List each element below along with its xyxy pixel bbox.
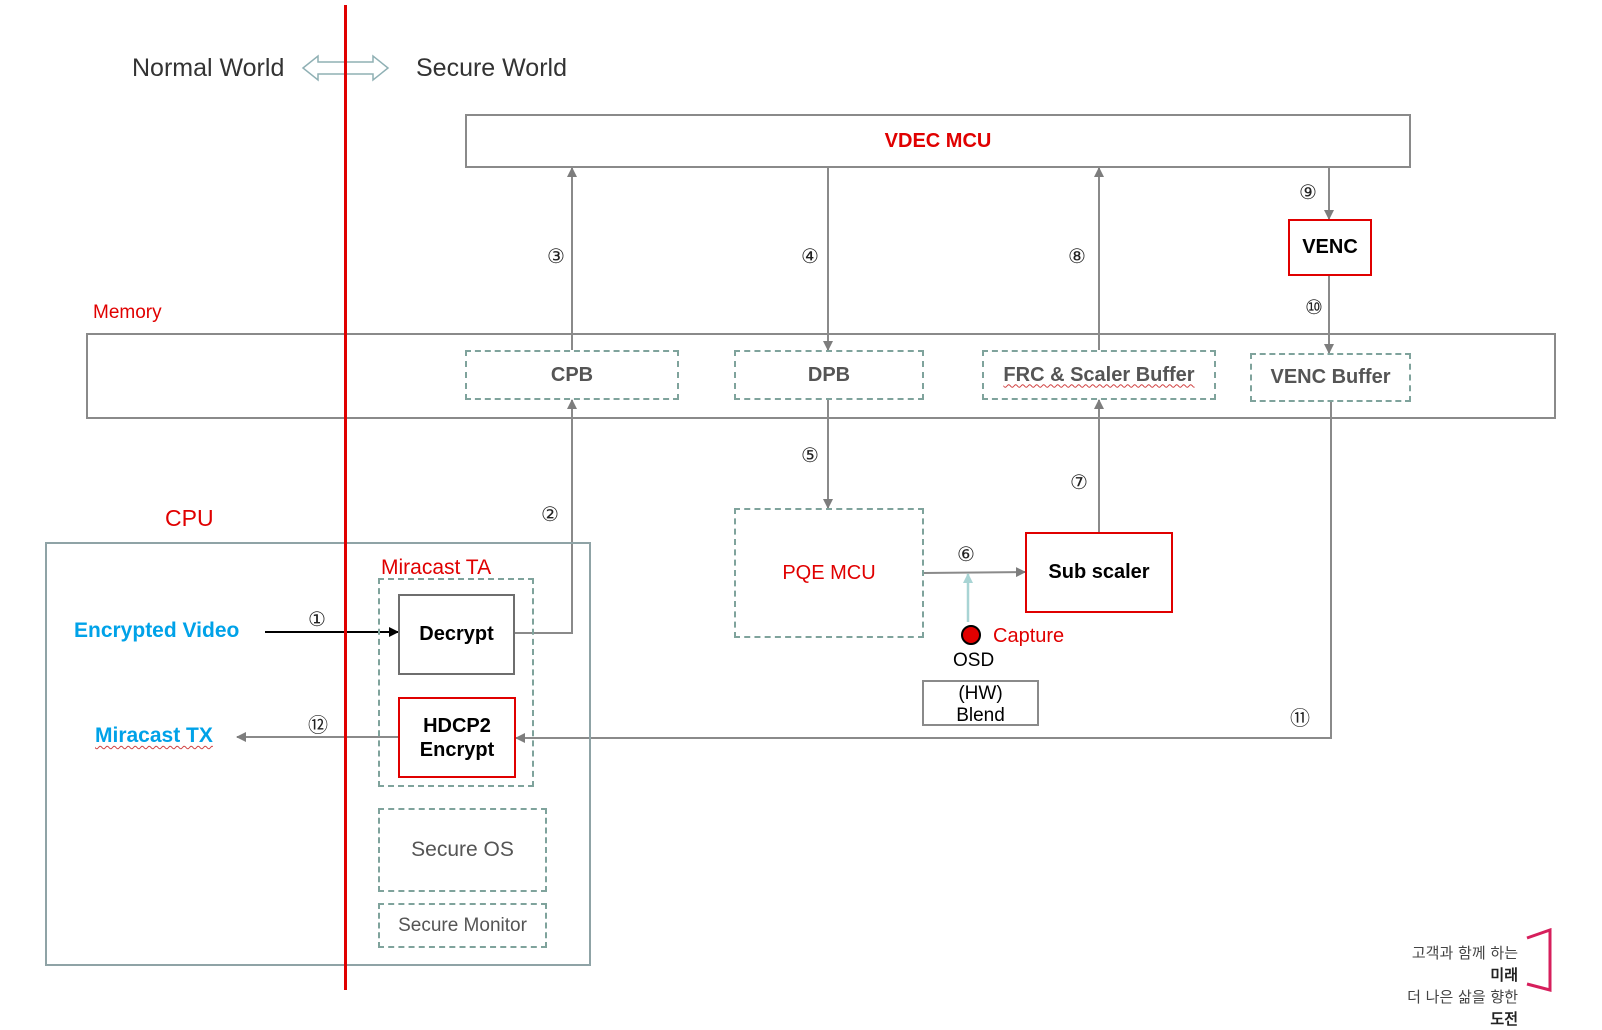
step-8: ⑧ [1068, 244, 1086, 268]
branding-line1: 고객과 함께 하는 [1411, 944, 1518, 962]
cpb-buffer: CPB [465, 350, 679, 400]
step-7: ⑦ [1070, 470, 1088, 494]
branding-line2-bold: 도전 [1490, 1010, 1518, 1028]
venc-buffer-label: VENC Buffer [1270, 366, 1391, 388]
secure-os-box: Secure OS [378, 808, 547, 892]
cpu-box [45, 542, 591, 966]
step-9: ⑨ [1299, 180, 1317, 204]
step-6: ⑥ [957, 542, 975, 566]
arrow-pqe-to-subscaler [922, 567, 1026, 578]
branding-slogan: 고객과 함께 하는 미래 더 나은 삶을 향한 도전 [1400, 942, 1518, 1030]
dpb-label: DPB [807, 363, 851, 386]
venc-box: VENC [1288, 219, 1372, 276]
pqe-mcu-box: PQE MCU [734, 508, 924, 638]
miracast-ta-label: Miracast TA [381, 556, 492, 579]
step-4: ④ [801, 244, 819, 268]
arrow-vencbuffer-to-hdcp [515, 401, 1332, 743]
memory-box [86, 333, 1556, 419]
step-3: ③ [547, 244, 565, 268]
dpb-buffer: DPB [734, 350, 924, 400]
vdec-mcu-label: VDEC MCU [884, 129, 992, 152]
capture-label: Capture [993, 625, 1065, 647]
decrypt-label: Decrypt [419, 623, 494, 645]
step-5: ⑤ [801, 443, 819, 467]
hw-blend-line2: Blend [956, 705, 1005, 726]
arrow-decrypt-to-cpb [515, 399, 577, 634]
hw-blend-line1: (HW) [958, 683, 1003, 704]
step-1: ① [308, 607, 326, 631]
brand-bracket-icon [1526, 928, 1552, 992]
cpu-label: CPU [165, 505, 214, 531]
capture-dot [961, 625, 981, 645]
normal-world-label: Normal World [132, 54, 285, 82]
secure-boundary-line [344, 5, 347, 990]
frc-scaler-label: FRC & Scaler Buffer [1003, 363, 1195, 386]
pqe-mcu-label: PQE MCU [782, 561, 876, 584]
cpb-label: CPB [550, 363, 594, 386]
memory-label: Memory [93, 302, 162, 323]
miracast-tx-label: Miracast TX [95, 724, 213, 747]
branding-line1-bold: 미래 [1490, 966, 1518, 984]
step-10: ⑩ [1305, 295, 1323, 319]
decrypt-box: Decrypt [398, 594, 515, 675]
hw-blend-box: (HW) Blend [922, 680, 1039, 726]
secure-monitor-label: Secure Monitor [398, 914, 527, 936]
venc-label: VENC [1302, 236, 1358, 258]
branding-line2: 더 나은 삶을 향한 [1407, 988, 1518, 1006]
sub-scaler-label: Sub scaler [1048, 561, 1150, 583]
frc-scaler-buffer: FRC & Scaler Buffer [982, 350, 1216, 400]
vdec-mcu-box: VDEC MCU [465, 114, 1411, 168]
hdcp2-encrypt-box: HDCP2 Encrypt [398, 697, 516, 778]
miracast-ta-box [378, 578, 534, 787]
step-2: ② [541, 502, 559, 526]
secure-world-label: Secure World [416, 54, 567, 82]
venc-buffer: VENC Buffer [1250, 353, 1411, 402]
encrypted-video-label: Encrypted Video [74, 619, 240, 642]
hdcp2-line1: HDCP2 [423, 715, 491, 737]
secure-monitor-box: Secure Monitor [378, 903, 547, 948]
secure-os-label: Secure OS [411, 838, 514, 861]
step-11: ⑪ [1290, 706, 1310, 730]
step-12: ⑫ [308, 713, 328, 737]
osd-label: OSD [953, 650, 995, 671]
sub-scaler-box: Sub scaler [1025, 532, 1173, 613]
hdcp2-line2: Encrypt [419, 739, 495, 761]
